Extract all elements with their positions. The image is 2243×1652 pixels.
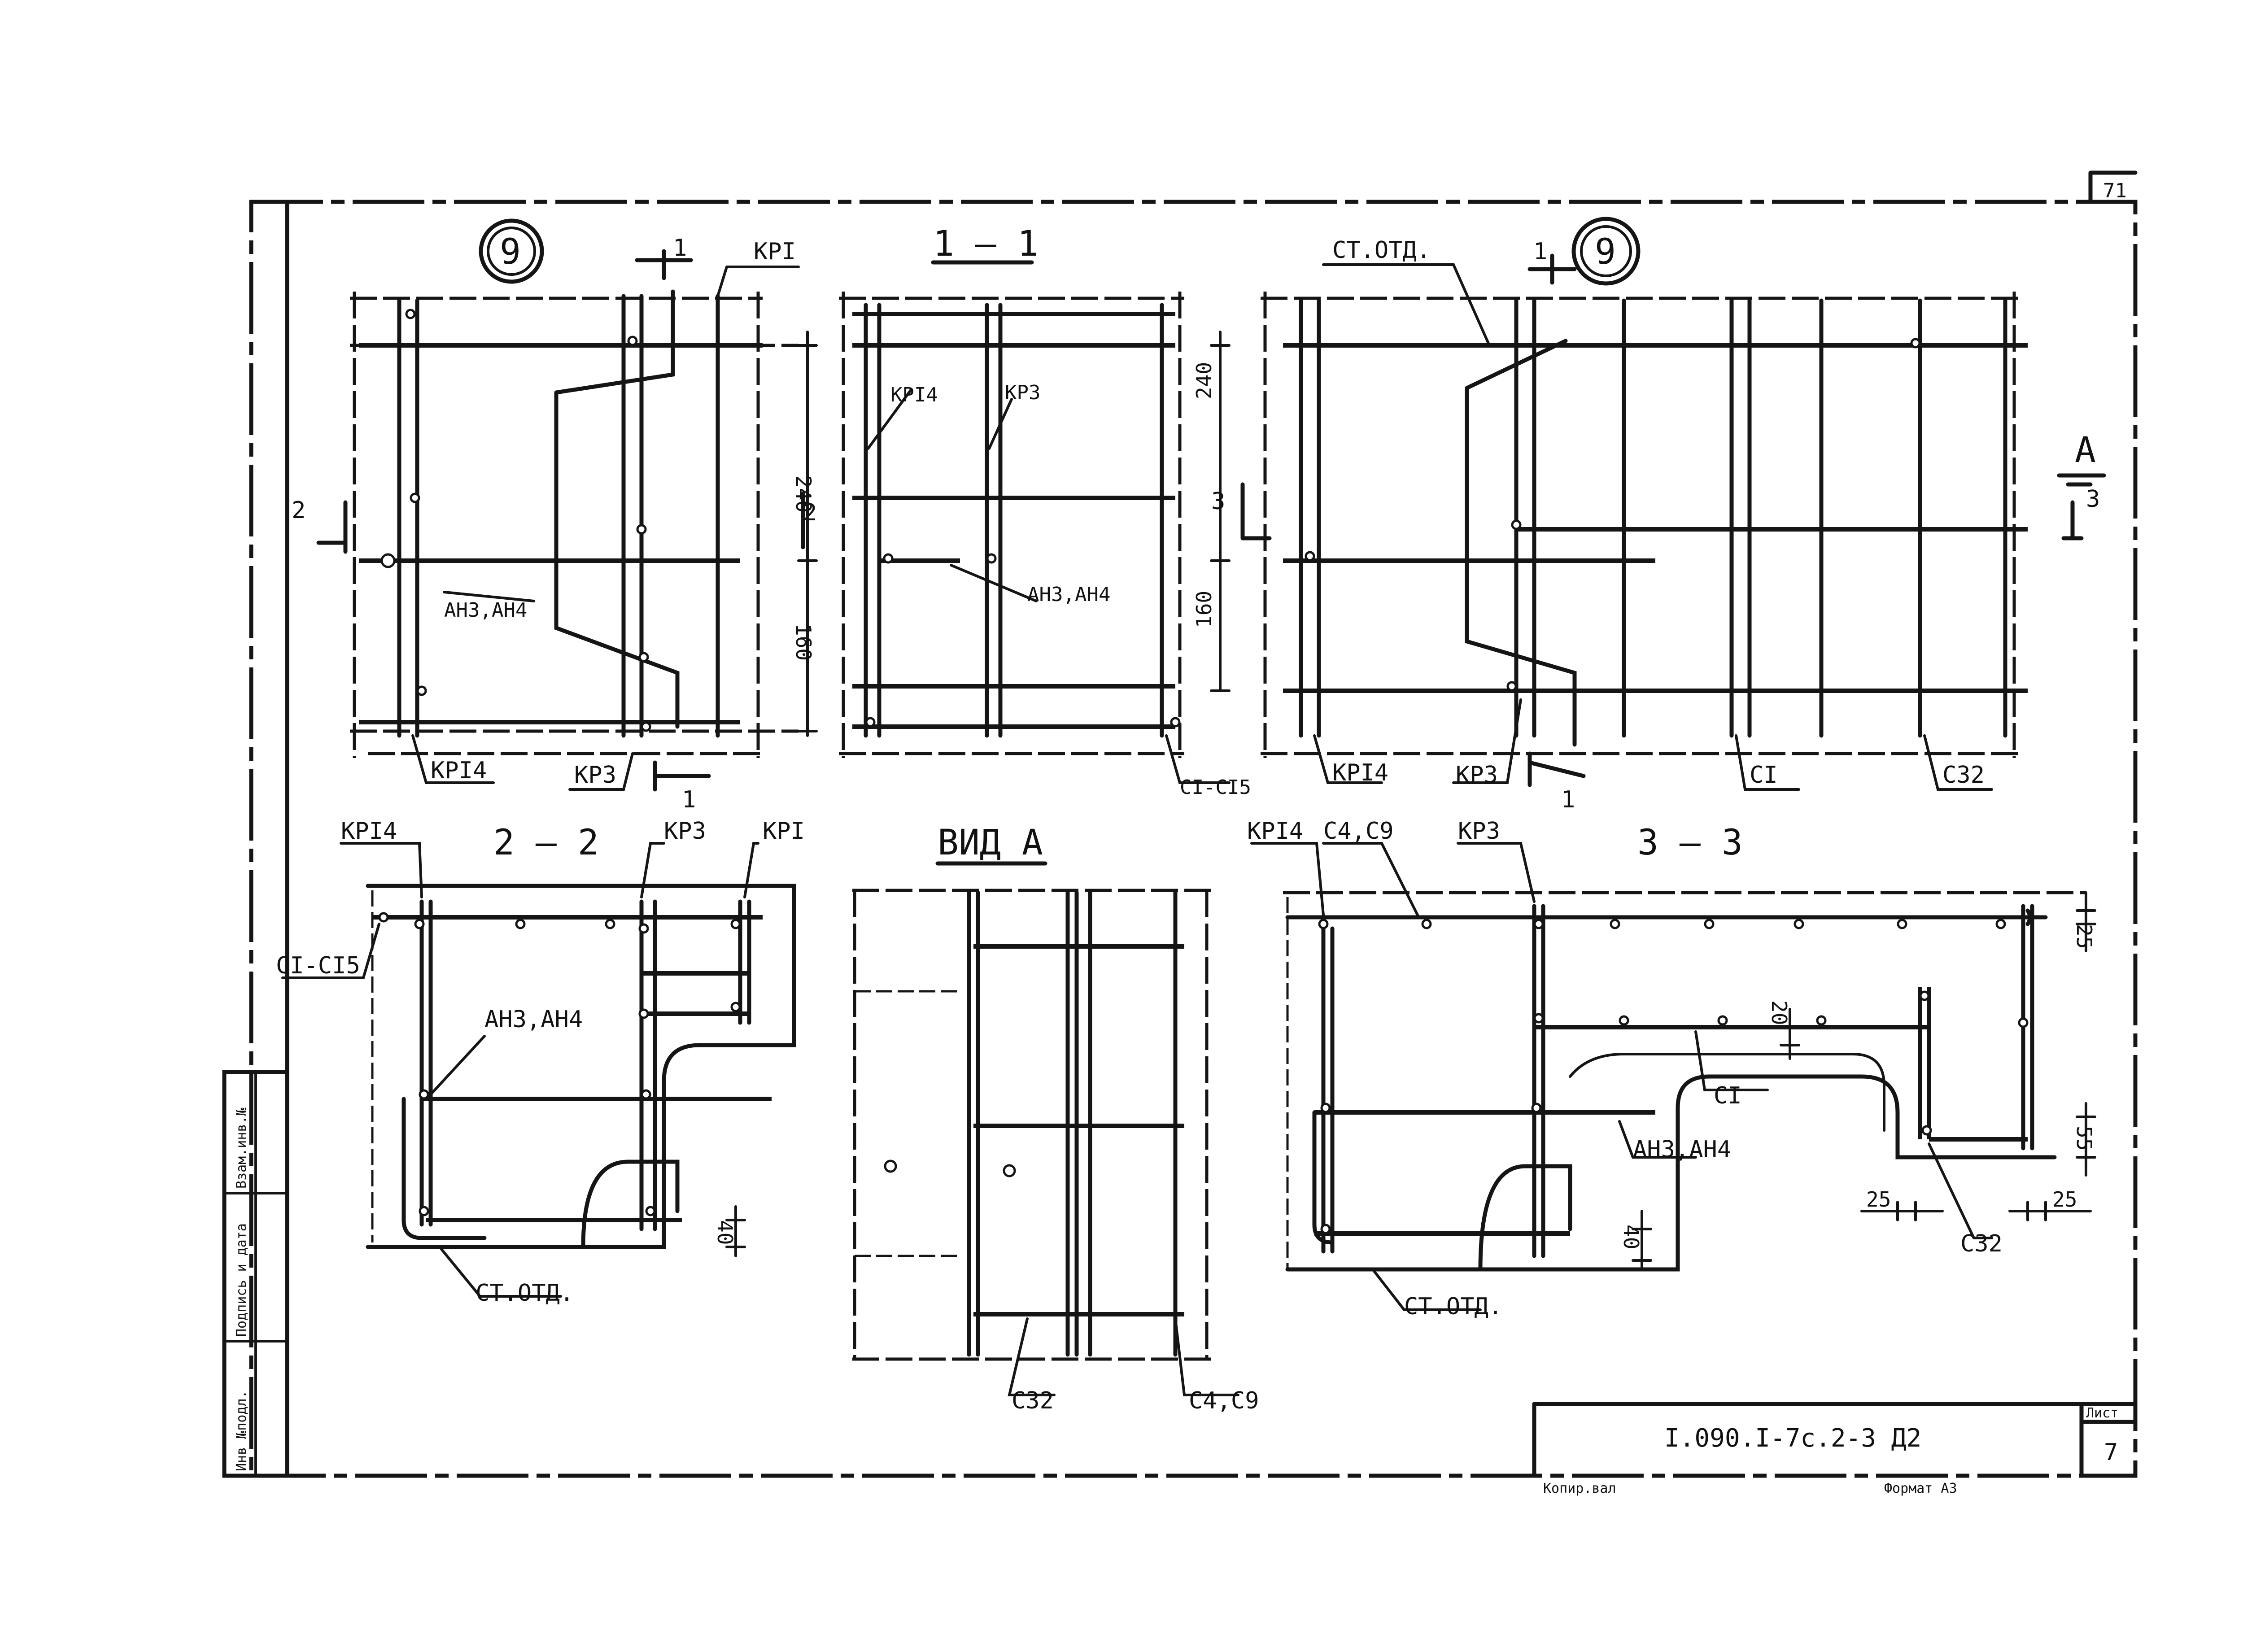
label-an3-an4-1-1: АН3,АН4 — [1027, 583, 1110, 606]
dim-40-3-3: 40 — [1619, 1225, 1643, 1249]
label-kr1-2-2: КРI — [763, 818, 805, 845]
label-c1-c15-1-1: CI-CI5 — [1180, 776, 1251, 799]
label-kr3-2-2: КР3 — [664, 818, 706, 845]
label-st-otd-right-top: СТ.ОТД. — [1332, 237, 1431, 264]
dim-25-right-3-3: 25 — [2052, 1187, 2077, 1212]
label-c1-c15-2-2: CI-CI5 — [276, 952, 360, 979]
label-c1-right: CI — [1750, 762, 1778, 789]
cut-mark-2-left: 2 — [292, 497, 305, 524]
cut-mark-2-right: 2 — [803, 499, 817, 526]
list-label: Лист — [2086, 1405, 2118, 1421]
title-block: I.090.I-7c.2-3 Д2 Лист 7 Копир.вал Форма… — [1532, 1402, 2138, 1496]
label-kr1-left: КРI — [754, 238, 796, 265]
cut-mark-3-left: 3 — [1211, 488, 1225, 515]
label-c32-3-3: С32 — [1960, 1230, 2003, 1257]
label-kr14-left: КРI4 — [431, 757, 487, 784]
dim-20-3-3: 20 — [1767, 1000, 1791, 1025]
cut-mark-1-top-right: 1 — [1533, 238, 1547, 265]
section-3-3: 3 – 3 КРI4 С4,С9 КР3 CI АН3,АН4 С32 С — [1247, 818, 2096, 1320]
dim-25-left-3-3: 25 — [1866, 1187, 1891, 1212]
side-stamp: Инв №подл. Подпись и дата Взам.инв.№ — [222, 1070, 289, 1478]
stamp-signature-date: Подпись и дата — [234, 1223, 249, 1337]
view-a-title: ВИД А — [938, 823, 1043, 863]
label-kr14-right: КРI4 — [1332, 759, 1388, 786]
section-1-1-title: 1 – 1 — [933, 224, 1039, 264]
document-code: I.090.I-7c.2-3 Д2 — [1664, 1424, 1921, 1453]
label-kr3-3-3: КР3 — [1458, 818, 1500, 845]
arrow-label-a: А — [2075, 430, 2096, 471]
kopiroval-label: Копир.вал — [1543, 1481, 1616, 1496]
label-c32-view-a: С32 — [1012, 1387, 1054, 1414]
label-kr14-1-1: КРI4 — [890, 384, 938, 406]
section-2-2-title: 2 – 2 — [493, 823, 599, 863]
view-9-right: 9 1 СТ.ОТД. 240 160 3 А 3 1 КРI4 КР3 CI … — [1192, 217, 2106, 813]
dim-160-left: 160 — [791, 623, 816, 661]
cut-mark-3-right: 3 — [2086, 486, 2100, 513]
label-kr14-2-2: КРI4 — [341, 818, 397, 845]
label-kr3-left: КР3 — [574, 762, 616, 789]
corner-sheet-number: 71 — [2103, 179, 2127, 202]
label-st-otd-3-3: СТ.ОТД. — [1404, 1293, 1502, 1320]
stamp-vzam-inv: Взам.инв.№ — [234, 1107, 249, 1189]
label-an3-an4-3-3: АН3,АН4 — [1633, 1136, 1731, 1163]
dim-40-2-2: 40 — [713, 1220, 737, 1245]
section-3-3-title: 3 – 3 — [1637, 823, 1743, 863]
view-a: ВИД А С32 С4,С9 — [852, 823, 1259, 1414]
label-c32-right: С32 — [1942, 762, 1985, 789]
stamp-inv-podl: Инв №подл. — [234, 1390, 249, 1471]
dim-160-right: 160 — [1192, 591, 1216, 628]
cut-mark-1-top-left: 1 — [673, 235, 687, 262]
dim-240-right: 240 — [1192, 362, 1216, 399]
label-st-otd-2-2: СТ.ОТД. — [476, 1280, 574, 1307]
label-an3-an4-2-2: АН3,АН4 — [484, 1006, 583, 1033]
label-an3-an4-left: АН3,АН4 — [444, 599, 527, 622]
label-c4-c9-3-3: С4,С9 — [1323, 818, 1394, 845]
label-c1-3-3: CI — [1714, 1082, 1742, 1109]
label-kr3-1-1: КР3 — [1005, 381, 1040, 404]
cut-mark-1-bottom-right: 1 — [1561, 786, 1575, 813]
label-kr14-3-3: КРI4 — [1247, 818, 1303, 845]
label-c4-c9-view-a: С4,С9 — [1189, 1387, 1259, 1414]
callout-9-right: 9 — [1595, 232, 1616, 272]
callout-9-left: 9 — [500, 232, 521, 272]
dim-240-left: 240 — [791, 475, 816, 513]
list-number: 7 — [2104, 1439, 2118, 1466]
section-2-2: 2 – 2 КРI4 КР3 КРI CI-CI5 АН3,АН4 СТ.ОТД… — [276, 818, 805, 1307]
section-1-1: 1 – 1 КРI4 КР3 АН3,АН4 CI-CI5 — [839, 224, 1251, 799]
label-kr3-right: КР3 — [1456, 762, 1498, 789]
cut-mark-1-bottom-left: 1 — [682, 786, 696, 813]
dim-25-top-3-3: 25 — [2072, 924, 2096, 949]
view-9-left: 9 1 КРI 1 2 2 240 160 АН3,АН4 КРI4 КР3 — [292, 218, 818, 813]
format-label: Формат А3 — [1884, 1481, 1957, 1496]
dim-55-3-3: 55 — [2072, 1126, 2096, 1151]
